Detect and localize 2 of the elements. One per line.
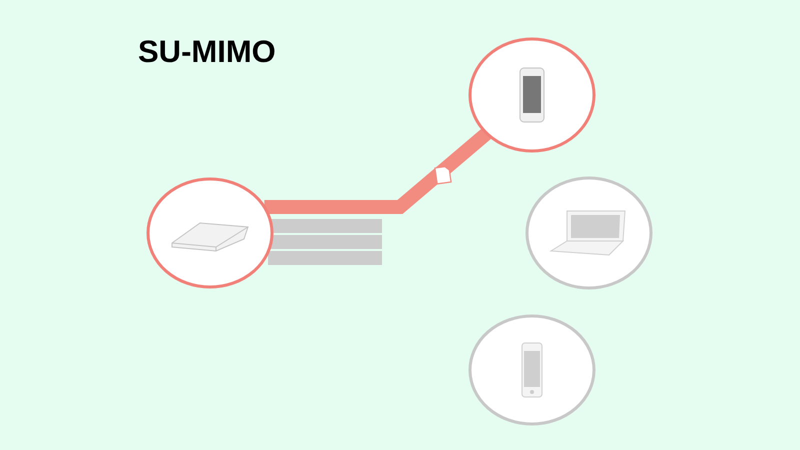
diagram-title: SU-MIMO <box>138 34 276 70</box>
connection-line <box>264 128 492 214</box>
